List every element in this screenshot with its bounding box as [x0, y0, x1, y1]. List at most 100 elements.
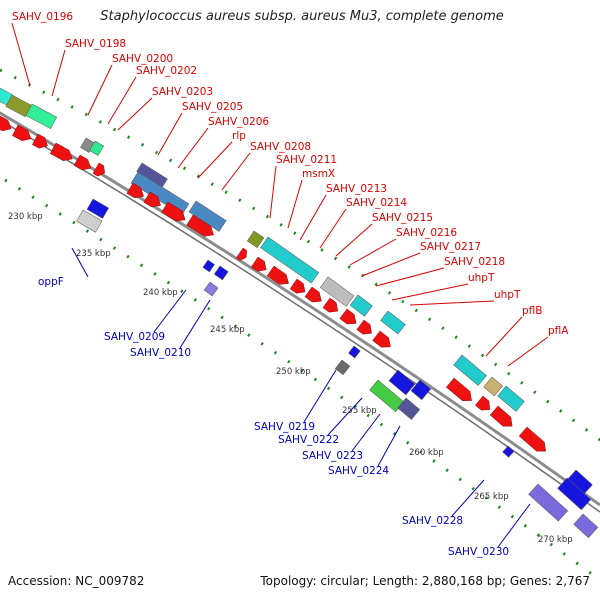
scale-tick-7: 260 kbp: [409, 448, 444, 458]
gene-box-14: [483, 376, 504, 397]
forward-label-2: SAHV_0198: [65, 38, 126, 50]
forward-label-10: SAHV_0211: [276, 154, 337, 166]
forward-label-15: SAHV_0216: [396, 227, 457, 239]
reverse-gene-3: [202, 259, 215, 273]
forward-label-13: SAHV_0214: [346, 197, 407, 209]
forward-leader-9: [221, 152, 251, 191]
scale-tick-9: 270 kbp: [538, 535, 573, 545]
forward-gene-12: [251, 256, 267, 272]
reverse-label-6: SAHV_0223: [302, 450, 363, 462]
gene-box-4: [89, 140, 105, 156]
forward-leader-13: [319, 208, 347, 249]
forward-label-8: rlp: [232, 130, 246, 142]
forward-label-9: SAHV_0208: [250, 141, 311, 153]
reverse-leader-6: [351, 413, 381, 452]
forward-gene-1: [0, 115, 12, 132]
forward-gene-19: [372, 330, 391, 348]
reverse-label-5: SAHV_0222: [278, 434, 339, 446]
forward-leader-11: [287, 179, 303, 229]
map-title: Staphylococcus aureus subsp. aureus Mu3,…: [100, 9, 504, 24]
gene-box-2: [25, 103, 58, 129]
forward-label-7: SAHV_0206: [208, 116, 269, 128]
forward-leader-21: [507, 336, 549, 367]
forward-gene-8: [143, 191, 161, 208]
forward-leader-2: [51, 49, 66, 97]
forward-gene-14: [289, 278, 306, 294]
forward-gene-21: [475, 395, 491, 411]
gene-labels: SAHV_0196SAHV_0198SAHV_0200SAHV_0202SAHV…: [12, 11, 569, 558]
reverse-gene-1: [86, 198, 109, 219]
reverse-gene-7: [334, 359, 351, 376]
forward-leader-4: [107, 76, 137, 125]
scale-tick-8: 265 kbp: [474, 492, 509, 502]
scale-tick-2: 235 kbp: [76, 249, 111, 259]
gene-box-8: [246, 230, 265, 249]
forward-label-16: SAHV_0217: [420, 241, 481, 253]
reverse-label-2: SAHV_0209: [104, 331, 165, 343]
scale-tick-5: 250 kbp: [276, 367, 311, 377]
reverse-gene-2: [76, 209, 103, 233]
forward-label-11: msmX: [302, 168, 335, 180]
reverse-gene-9: [410, 379, 432, 401]
reverse-gene-14: [557, 477, 592, 511]
scale-tick-3: 240 kbp: [143, 288, 178, 298]
forward-gene-2: [12, 124, 32, 141]
forward-leader-15: [349, 238, 397, 266]
forward-label-18: uhpT: [468, 272, 495, 284]
forward-label-20: pflB: [522, 305, 542, 317]
reverse-gene-5: [203, 281, 219, 297]
gene-box-13: [453, 354, 487, 386]
forward-label-17: SAHV_0218: [444, 256, 505, 268]
reverse-label-3: SAHV_0210: [130, 347, 191, 359]
gene-box-10: [320, 276, 355, 307]
reverse-leader-8: [451, 479, 485, 517]
label-leader-lines: [11, 22, 549, 548]
gene-box-9: [260, 236, 320, 284]
reverse-gene-15: [528, 483, 569, 522]
forward-label-1: SAHV_0196: [12, 11, 73, 23]
gene-box-12: [380, 310, 406, 335]
forward-label-12: SAHV_0213: [326, 183, 387, 195]
forward-gene-7: [126, 182, 144, 199]
accession-text: Accession: NC_009782: [8, 574, 145, 588]
forward-gene-5: [73, 154, 92, 171]
forward-gene-13: [266, 265, 289, 285]
forward-label-14: SAHV_0215: [372, 212, 433, 224]
forward-gene-11: [236, 247, 247, 261]
forward-gene-16: [322, 297, 339, 313]
scale-tick-4: 245 kbp: [210, 325, 245, 335]
reverse-gene-4: [213, 265, 229, 281]
forward-gene-3: [32, 133, 48, 149]
reverse-leader-5: [327, 397, 363, 436]
forward-gene-9: [161, 201, 186, 222]
gene-box-15: [497, 385, 525, 412]
scale-tick-6: 255 kbp: [342, 406, 377, 416]
forward-leader-19: [409, 300, 495, 306]
forward-gene-18: [356, 319, 372, 335]
forward-leader-3: [87, 64, 113, 116]
reverse-gene-6: [348, 345, 361, 359]
reverse-leader-2: [153, 289, 187, 333]
forward-leader-12: [299, 194, 327, 241]
track-guide-2: [4, 178, 600, 582]
forward-leader-6: [157, 112, 183, 156]
forward-leader-18: [391, 283, 469, 301]
reverse-label-9: SAHV_0230: [448, 546, 509, 558]
forward-gene-15: [304, 286, 322, 303]
forward-leader-20: [485, 316, 523, 357]
forward-leader-1: [11, 22, 31, 87]
forward-leader-8: [197, 141, 233, 179]
forward-leader-17: [375, 267, 445, 287]
gene-features: [0, 87, 599, 539]
forward-leader-10: [269, 165, 277, 219]
forward-label-3: SAHV_0200: [112, 53, 173, 65]
reverse-leader-9: [497, 503, 531, 548]
reverse-leader-3: [179, 299, 211, 349]
forward-label-21: pflA: [548, 325, 569, 337]
genome-summary-text: Topology: circular; Length: 2,880,168 bp…: [260, 574, 590, 588]
forward-gene-23: [518, 426, 546, 452]
forward-label-4: SAHV_0202: [136, 65, 197, 77]
